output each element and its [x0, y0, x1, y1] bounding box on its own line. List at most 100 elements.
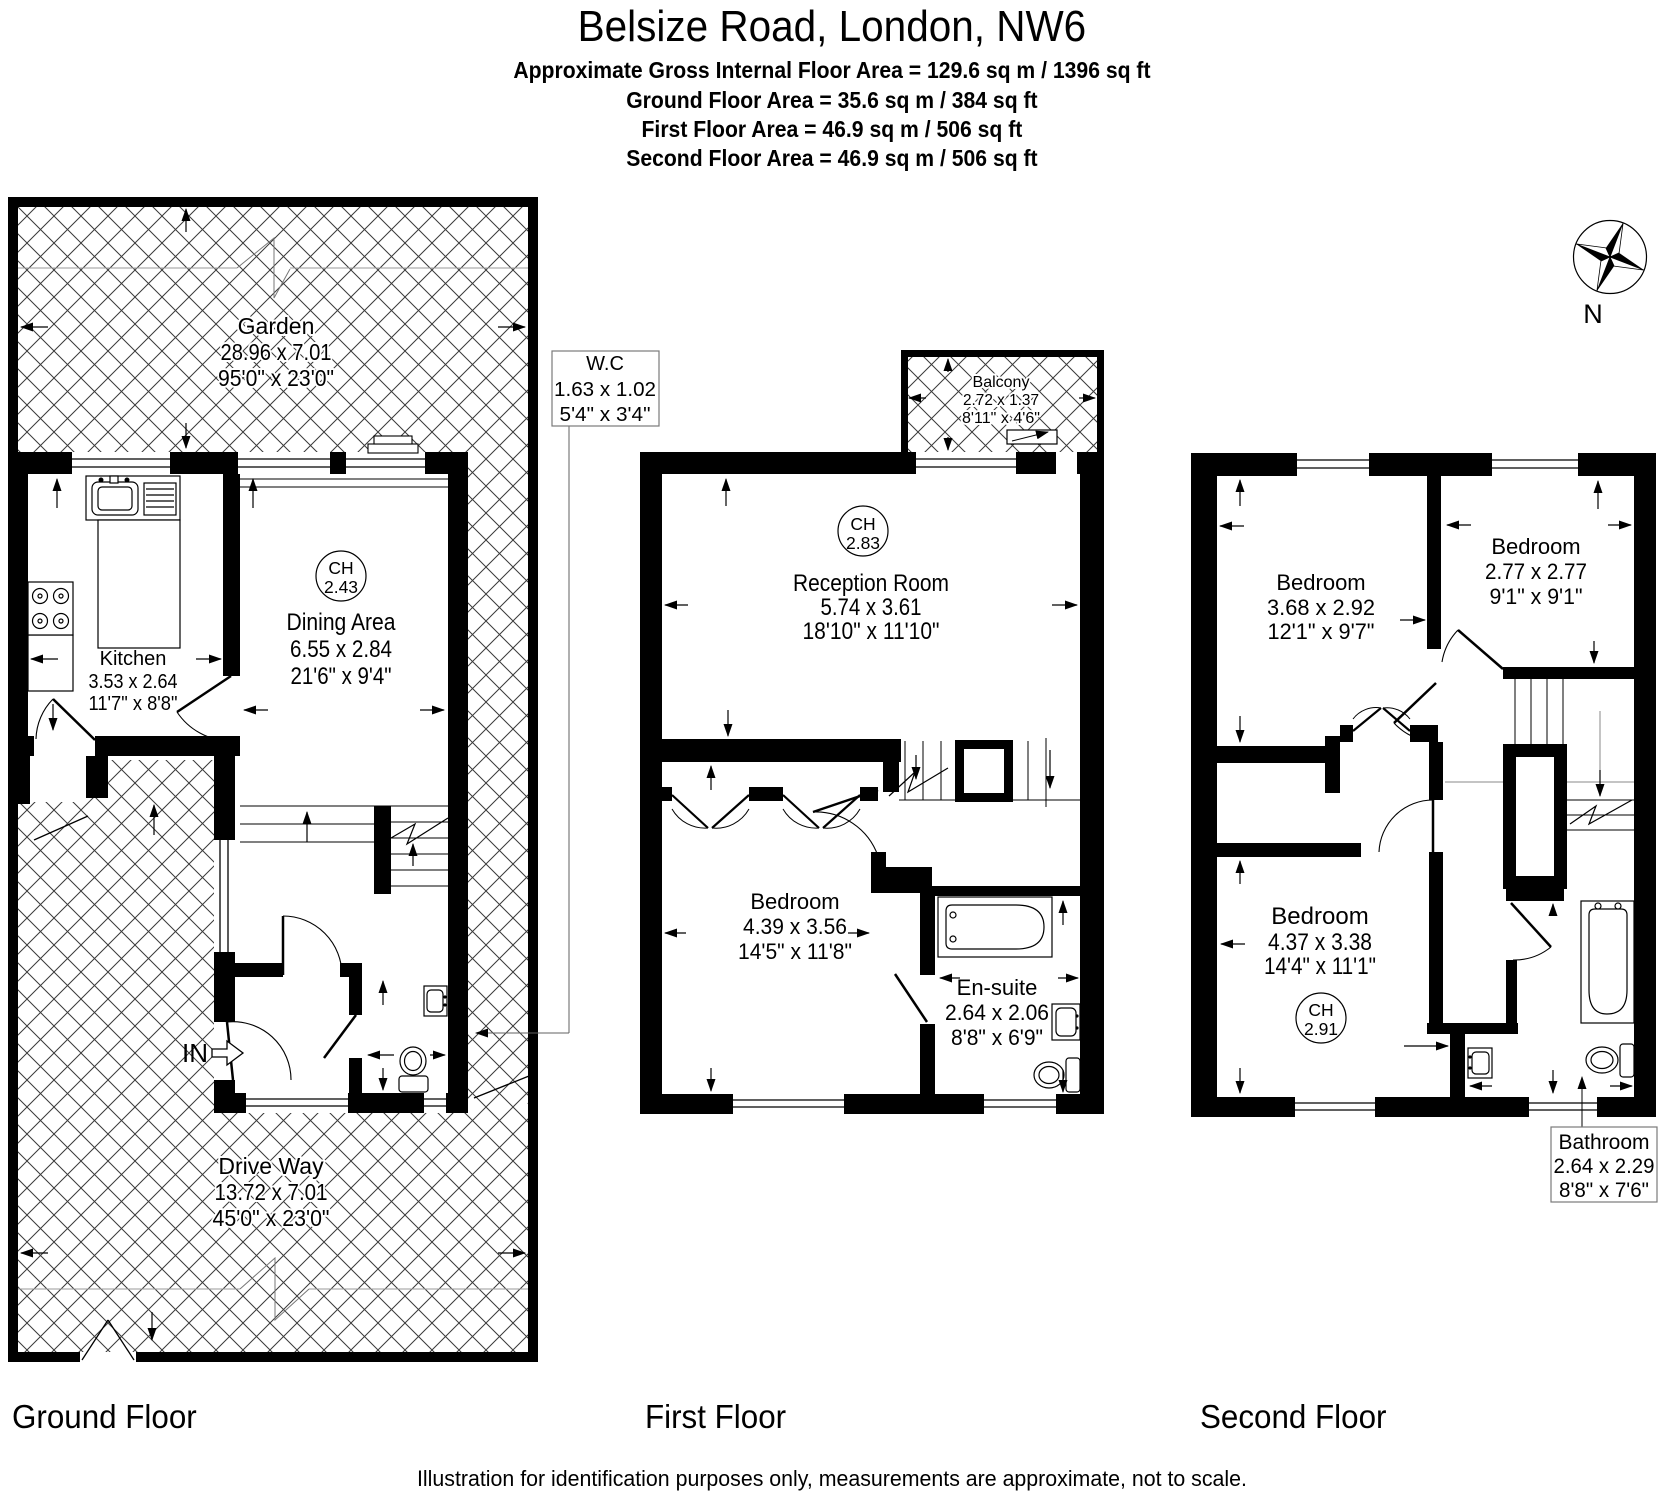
ground-ch-badge: CH 2.43 [315, 550, 367, 602]
kitchen-stove-symbol [27, 581, 74, 636]
first-ensuite-imperial-label: 8'8" x 6'9" [951, 1025, 1043, 1050]
driveway-dim-lines [18, 1256, 528, 1322]
compass-icon: N [1572, 219, 1648, 329]
wc-toilet-symbol [398, 1046, 429, 1093]
first-ensuite-metric-label: 2.64 x 2.06 [945, 1000, 1049, 1025]
first-ch-value-label: 2.83 [846, 533, 880, 553]
ensuite-sink-symbol [1051, 1003, 1081, 1041]
second-bedroom2-imperial-label: 9'1" x 9'1" [1490, 584, 1583, 609]
second-ch-value-label: 2.91 [1304, 1019, 1338, 1039]
second-stairs [1514, 679, 1634, 916]
ground-kitchen-imperial-label: 11'7" x 8'8" [89, 693, 178, 715]
ground-dining-metric-label: 6.55 x 2.84 [290, 636, 392, 663]
second-floor-label: Second Floor [1200, 1398, 1387, 1435]
second-windows [1295, 453, 1597, 1117]
first-ensuite-name-label: En-suite [957, 975, 1038, 1000]
garden-dim-lines [18, 236, 528, 299]
compass-label-label: N [1583, 299, 1603, 329]
kitchen-counter-symbol [97, 519, 181, 649]
bathroom-label-box: Bathroom 2.64 x 2.29 8'8" x 7'6" [1550, 1076, 1658, 1203]
second-doors [1352, 629, 1552, 961]
ensuite-bath-symbol [937, 896, 1053, 958]
second-bedroom3-metric-label: 4.37 x 3.38 [1268, 929, 1372, 956]
second-floor-plan: Bedroom 3.68 x 2.92 12'1" x 9'7" Bedroom… [1191, 453, 1658, 1203]
bathroom-toilet-symbol [1585, 1043, 1635, 1078]
first-balcony-metric-label: 2.72 x 1.37 [963, 392, 1039, 409]
first-bedroom-name-label: Bedroom [750, 889, 839, 914]
footer-note: Illustration for identification purposes… [417, 1466, 1247, 1491]
ground-driveway-name-label: Drive Way [218, 1153, 324, 1179]
ground-garden-name-label: Garden [238, 313, 315, 339]
ground-ch-label-label: CH [328, 558, 353, 578]
ground-windows [34, 435, 448, 1362]
entrance-label-label: IN [182, 1038, 208, 1068]
total-area-line: Approximate Gross Internal Floor Area = … [513, 57, 1151, 83]
entrance-arrow-icon [211, 1039, 245, 1067]
ground-ch-value-label: 2.43 [324, 577, 358, 597]
ground-dining-name-label: Dining Area [287, 609, 397, 636]
first-windows [733, 429, 1077, 1114]
second-bathroom-imperial-label: 8'8" x 7'6" [1559, 1179, 1649, 1202]
ground-driveway-imperial-label: 45'0" x 23'0" [213, 1205, 330, 1231]
first-stairs [888, 738, 1080, 807]
second-bedroom2-label: Bedroom 2.77 x 2.77 9'1" x 9'1" [1485, 534, 1587, 609]
wc-label-box: W.C 1.63 x 1.02 5'4" x 3'4" [475, 350, 660, 1038]
ground-floor-area-line: Ground Floor Area = 35.6 sq m / 384 sq f… [626, 87, 1038, 113]
second-bedroom3-label: Bedroom 4.37 x 3.38 14'4" x 11'1" [1264, 903, 1376, 980]
bathroom-bath-symbol [1580, 900, 1635, 1024]
second-bedroom1-label: Bedroom 3.68 x 2.92 12'1" x 9'7" [1267, 570, 1375, 644]
first-bedroom-door [812, 788, 879, 857]
first-bedroom-label: Bedroom 4.39 x 3.56 14'5" x 11'8" [738, 889, 852, 964]
kitchen-sink-symbol [85, 475, 181, 521]
second-dim-arrows [1219, 479, 1633, 1094]
second-bathroom-metric-label: 2.64 x 2.29 [1554, 1155, 1655, 1178]
first-wc-metric-label: 1.63 x 1.02 [554, 379, 656, 401]
first-wc-imperial-label: 5'4" x 3'4" [560, 404, 651, 426]
ground-dim-arrows [20, 208, 526, 1341]
wardrobe-doors [671, 794, 861, 829]
second-bedroom1-imperial-label: 12'1" x 9'7" [1268, 619, 1375, 644]
ground-floor-label: Ground Floor [12, 1398, 197, 1435]
first-floor-area-line: First Floor Area = 46.9 sq m / 506 sq ft [641, 116, 1023, 142]
balcony-label: Balcony 2.72 x 1.37 8'11" x 4'6" [960, 372, 1042, 429]
kitchen-counter-2 [27, 634, 74, 692]
entrance-label: IN [182, 1038, 245, 1068]
ensuite-toilet-symbol [1033, 1057, 1081, 1093]
garden-label: Garden 28.96 x 7.01 95'0" x 23'0" [216, 311, 336, 393]
second-bedroom2-name-label: Bedroom [1491, 534, 1580, 559]
second-bathroom-name-label: Bathroom [1558, 1131, 1649, 1154]
page-title: Belsize Road, London, NW6 [577, 2, 1087, 51]
first-reception-name-label: Reception Room [793, 570, 949, 597]
second-ch-label-label: CH [1308, 1000, 1333, 1020]
first-ch-label-label: CH [850, 514, 875, 534]
first-floor-label: First Floor [645, 1398, 787, 1435]
second-bedroom1-metric-label: 3.68 x 2.92 [1267, 595, 1375, 620]
first-bedroom-imperial-label: 14'5" x 11'8" [738, 939, 852, 964]
driveway-label: Drive Way 13.72 x 7.01 45'0" x 23'0" [211, 1151, 332, 1233]
first-ch-badge: CH 2.83 [837, 505, 889, 557]
first-dim-arrows [664, 358, 1096, 1093]
second-bedroom1-name-label: Bedroom [1276, 570, 1365, 595]
ensuite-label: En-suite 2.64 x 2.06 8'8" x 6'9" [945, 975, 1049, 1050]
ground-kitchen-metric-label: 3.53 x 2.64 [89, 671, 178, 693]
ground-driveway-metric-label: 13.72 x 7.01 [215, 1179, 328, 1205]
ground-dining-imperial-label: 21'6" x 9'4" [291, 663, 392, 690]
second-bedroom3-name-label: Bedroom [1271, 903, 1368, 930]
second-floor-area-line: Second Floor Area = 46.9 sq m / 506 sq f… [626, 145, 1038, 171]
second-bedroom3-imperial-label: 14'4" x 11'1" [1264, 953, 1376, 980]
balcony [901, 350, 1104, 452]
second-ch-badge: CH 2.91 [1295, 992, 1347, 1044]
ground-garden-imperial-label: 95'0" x 23'0" [218, 365, 334, 391]
second-stair-void [1503, 744, 1567, 889]
first-balcony-name-label: Balcony [973, 374, 1030, 391]
bathroom-sink-symbol [1467, 1047, 1493, 1079]
ensuite-door [893, 973, 929, 1023]
first-floor-plan: W.C 1.63 x 1.02 5'4" x 3'4" Balcony 2.72… [475, 350, 1104, 1114]
reception-label: Reception Room 5.74 x 3.61 18'10" x 11'1… [793, 570, 949, 645]
wc-sink-symbol [423, 985, 448, 1017]
second-bedroom2-metric-label: 2.77 x 2.77 [1485, 559, 1587, 584]
kitchen-label: Kitchen 3.53 x 2.64 11'7" x 8'8" [89, 648, 178, 715]
dining-label: Dining Area 6.55 x 2.84 21'6" x 9'4" [287, 609, 397, 690]
